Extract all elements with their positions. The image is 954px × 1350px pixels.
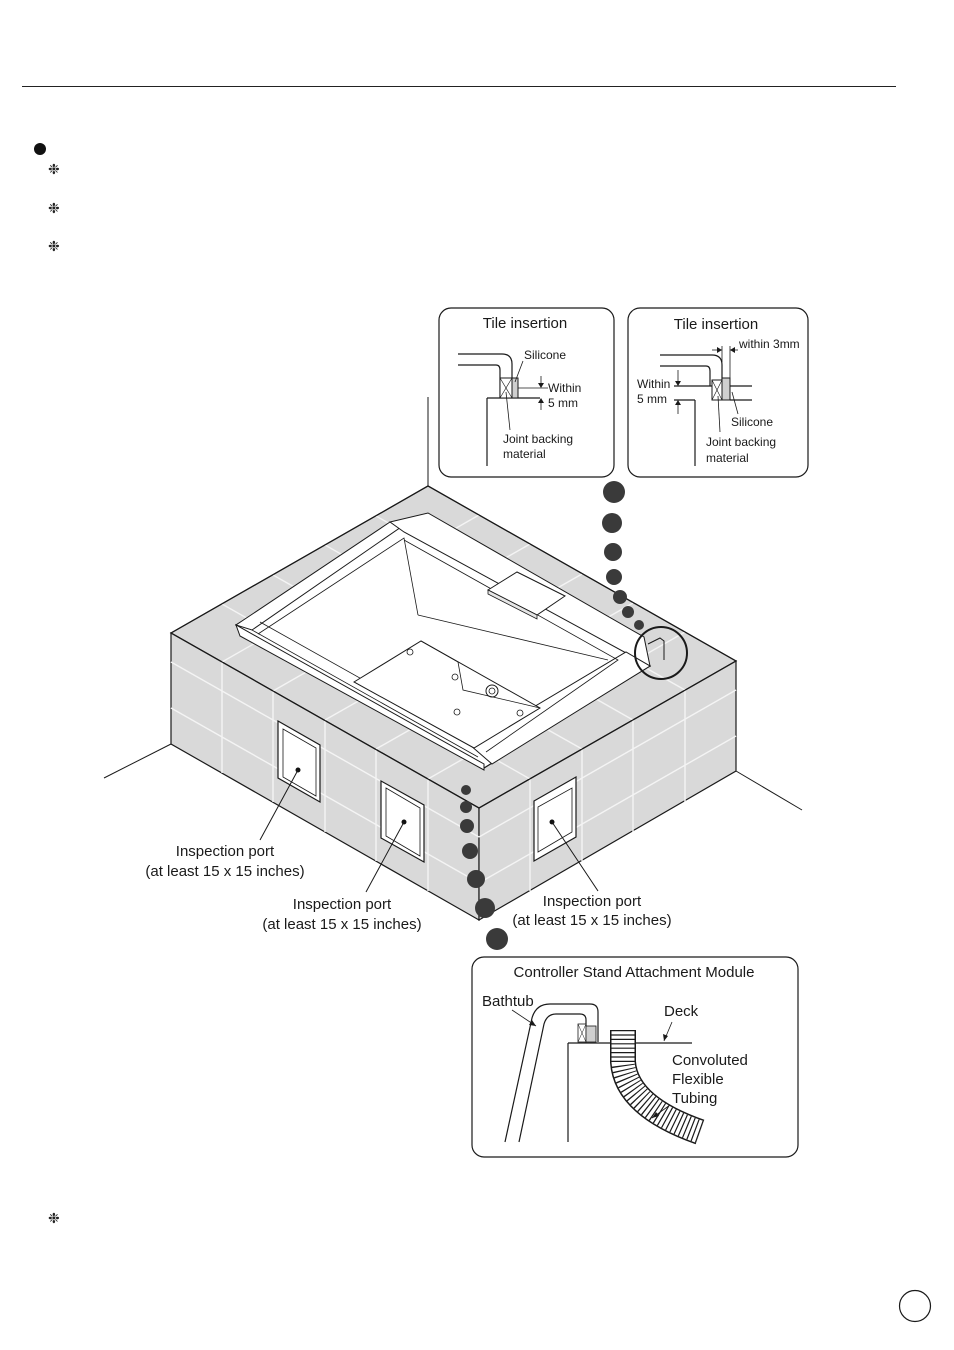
note-marker-4: ❉ — [48, 1210, 60, 1226]
tile-insertion-detail-right: Tile insertion — [627, 307, 809, 478]
callout-dots-bottom — [460, 785, 508, 950]
detail-left-joint-label: Joint backing — [503, 432, 573, 446]
inspection-port-size-3: (at least 15 x 15 inches) — [512, 912, 671, 929]
floor-lines — [103, 397, 803, 811]
section-bullet — [34, 143, 46, 155]
tubing-label-line2: Flexible — [672, 1071, 724, 1088]
detail-magnifier-circle — [634, 626, 688, 680]
inspection-port-label-2: Inspection port — [293, 896, 392, 913]
detail-right-3mm-label: within 3mm — [738, 337, 800, 351]
tile-insertion-detail-left: Tile insertion Silicone Within 5 mm Join… — [438, 307, 615, 478]
detail-right-5mm-label: 5 mm — [637, 392, 667, 406]
inspection-port-size-1: (at least 15 x 15 inches) — [145, 863, 304, 880]
controller-module-detail: Controller Stand Attachment Module Batht… — [471, 956, 799, 1158]
detail-right-title: Tile insertion — [674, 316, 758, 333]
detail-right-silicone-label: Silicone — [731, 415, 773, 429]
header-rule — [22, 86, 896, 87]
detail-left-within-label: Within — [548, 381, 581, 395]
tubing-label-line1: Convoluted — [672, 1052, 748, 1069]
note-marker-1: ❉ — [48, 161, 60, 177]
page-number-circle — [898, 1289, 932, 1323]
drain-icon — [485, 684, 499, 698]
detail-left-material-label: material — [503, 447, 546, 461]
detail-left-title: Tile insertion — [483, 315, 567, 332]
detail-right-material-label: material — [706, 451, 749, 465]
bathtub-label: Bathtub — [482, 993, 534, 1010]
detail-left-5mm-label: 5 mm — [548, 396, 578, 410]
bathtub — [234, 512, 652, 771]
inspection-port-openings — [259, 719, 599, 893]
inspection-port-label-1: Inspection port — [176, 843, 275, 860]
note-marker-2: ❉ — [48, 200, 60, 216]
detail-right-joint-label: Joint backing — [706, 435, 776, 449]
controller-module-title: Controller Stand Attachment Module — [514, 964, 755, 981]
detail-right-within-label: Within — [637, 377, 670, 391]
convoluted-tubing — [611, 1030, 704, 1143]
note-marker-3: ❉ — [48, 238, 60, 254]
inspection-port-size-2: (at least 15 x 15 inches) — [262, 916, 421, 933]
callout-dots-top — [602, 481, 644, 630]
inspection-port-label-3: Inspection port — [543, 893, 642, 910]
detail-left-silicone-label: Silicone — [524, 348, 566, 362]
tubing-label-line3: Tubing — [672, 1090, 717, 1107]
deck-label: Deck — [664, 1003, 699, 1020]
